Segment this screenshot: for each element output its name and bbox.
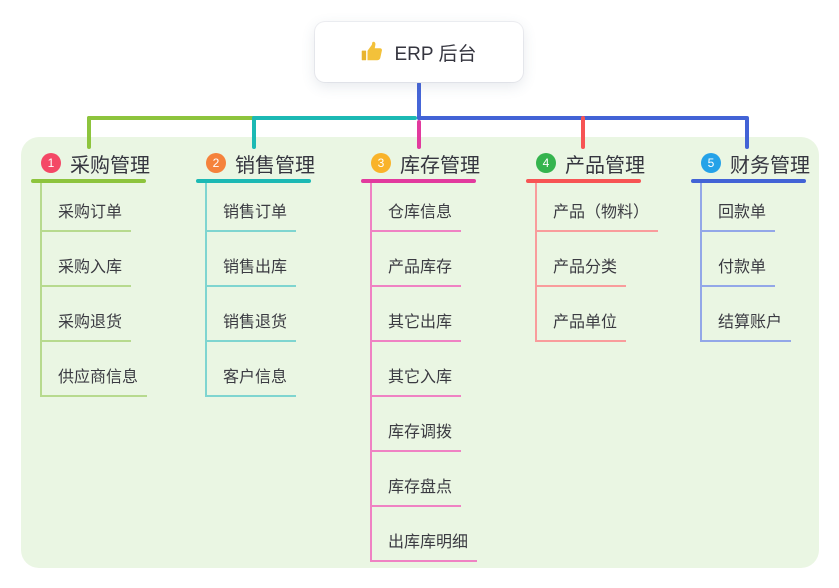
root-connector-line	[417, 82, 421, 120]
connector-inventory-drop	[417, 120, 421, 149]
branch-number-badge: 5	[701, 153, 721, 173]
branch-underline	[361, 179, 476, 183]
leaf-node[interactable]: 产品分类	[537, 253, 627, 287]
branch-label: 产品管理	[565, 154, 645, 177]
branch-finance: 5 财务管理 回款单 付款单 结算账户	[691, 147, 839, 342]
leaf-node[interactable]: 销售出库	[207, 253, 297, 287]
branch-number-badge: 4	[536, 153, 556, 173]
leaf-node[interactable]: 销售退货	[207, 308, 297, 342]
branch-underline	[196, 179, 311, 183]
leaf-node[interactable]: 回款单	[702, 198, 776, 232]
branch-inventory: 3 库存管理 仓库信息 产品库存 其它出库 其它入库 库存调拨 库存盘点 出库库…	[361, 147, 521, 562]
leaf-node[interactable]: 客户信息	[207, 363, 297, 397]
branch-underline	[31, 179, 146, 183]
connector-purchase-h	[87, 116, 256, 120]
leaf-node[interactable]: 产品（物料）	[537, 198, 659, 232]
leaf-node[interactable]: 出库库明细	[372, 528, 478, 562]
branch-title-product[interactable]: 4 产品管理	[526, 147, 686, 179]
connector-finance-drop	[745, 116, 749, 149]
leaf-node[interactable]: 采购订单	[42, 198, 132, 232]
branch-title-sales[interactable]: 2 销售管理	[196, 147, 356, 179]
leaf-node[interactable]: 付款单	[702, 253, 776, 287]
connector-product-drop	[581, 116, 585, 149]
leaf-node[interactable]: 产品库存	[372, 253, 462, 287]
branch-children: 产品（物料） 产品分类 产品单位	[535, 183, 686, 342]
leaf-node[interactable]: 其它出库	[372, 308, 462, 342]
root-label: ERP 后台	[394, 43, 477, 65]
branch-label: 库存管理	[400, 154, 480, 177]
leaf-node[interactable]: 其它入库	[372, 363, 462, 397]
branch-label: 销售管理	[235, 154, 315, 177]
branch-label: 财务管理	[730, 154, 810, 177]
branch-underline	[526, 179, 641, 183]
leaf-node[interactable]: 仓库信息	[372, 198, 462, 232]
leaf-node[interactable]: 结算账户	[702, 308, 792, 342]
branch-number-badge: 2	[206, 153, 226, 173]
branch-label: 采购管理	[70, 154, 150, 177]
branch-children: 回款单 付款单 结算账户	[700, 183, 839, 342]
leaf-node[interactable]: 产品单位	[537, 308, 627, 342]
root-node[interactable]: ERP 后台	[315, 22, 523, 82]
branch-title-inventory[interactable]: 3 库存管理	[361, 147, 521, 179]
branch-number-badge: 3	[371, 153, 391, 173]
leaf-node[interactable]: 供应商信息	[42, 363, 148, 397]
connector-sales-h	[252, 116, 417, 120]
branch-number-badge: 1	[41, 153, 61, 173]
leaf-node[interactable]: 库存盘点	[372, 473, 462, 507]
branch-sales: 2 销售管理 销售订单 销售出库 销售退货 客户信息	[196, 147, 356, 397]
thumbs-up-icon	[361, 41, 383, 63]
branch-title-purchase[interactable]: 1 采购管理	[31, 147, 191, 179]
leaf-node[interactable]: 销售订单	[207, 198, 297, 232]
branch-underline	[691, 179, 806, 183]
leaf-node[interactable]: 库存调拨	[372, 418, 462, 452]
leaf-node[interactable]: 采购退货	[42, 308, 132, 342]
connector-sales-drop	[252, 116, 256, 149]
leaf-node[interactable]: 采购入库	[42, 253, 132, 287]
branch-children: 销售订单 销售出库 销售退货 客户信息	[205, 183, 356, 397]
branch-product: 4 产品管理 产品（物料） 产品分类 产品单位	[526, 147, 686, 342]
branches-panel	[21, 137, 819, 568]
branch-title-finance[interactable]: 5 财务管理	[691, 147, 839, 179]
connector-purchase-drop	[87, 116, 91, 149]
branch-children: 采购订单 采购入库 采购退货 供应商信息	[40, 183, 191, 397]
branch-children: 仓库信息 产品库存 其它出库 其它入库 库存调拨 库存盘点 出库库明细	[370, 183, 521, 562]
branch-purchase: 1 采购管理 采购订单 采购入库 采购退货 供应商信息	[31, 147, 191, 397]
